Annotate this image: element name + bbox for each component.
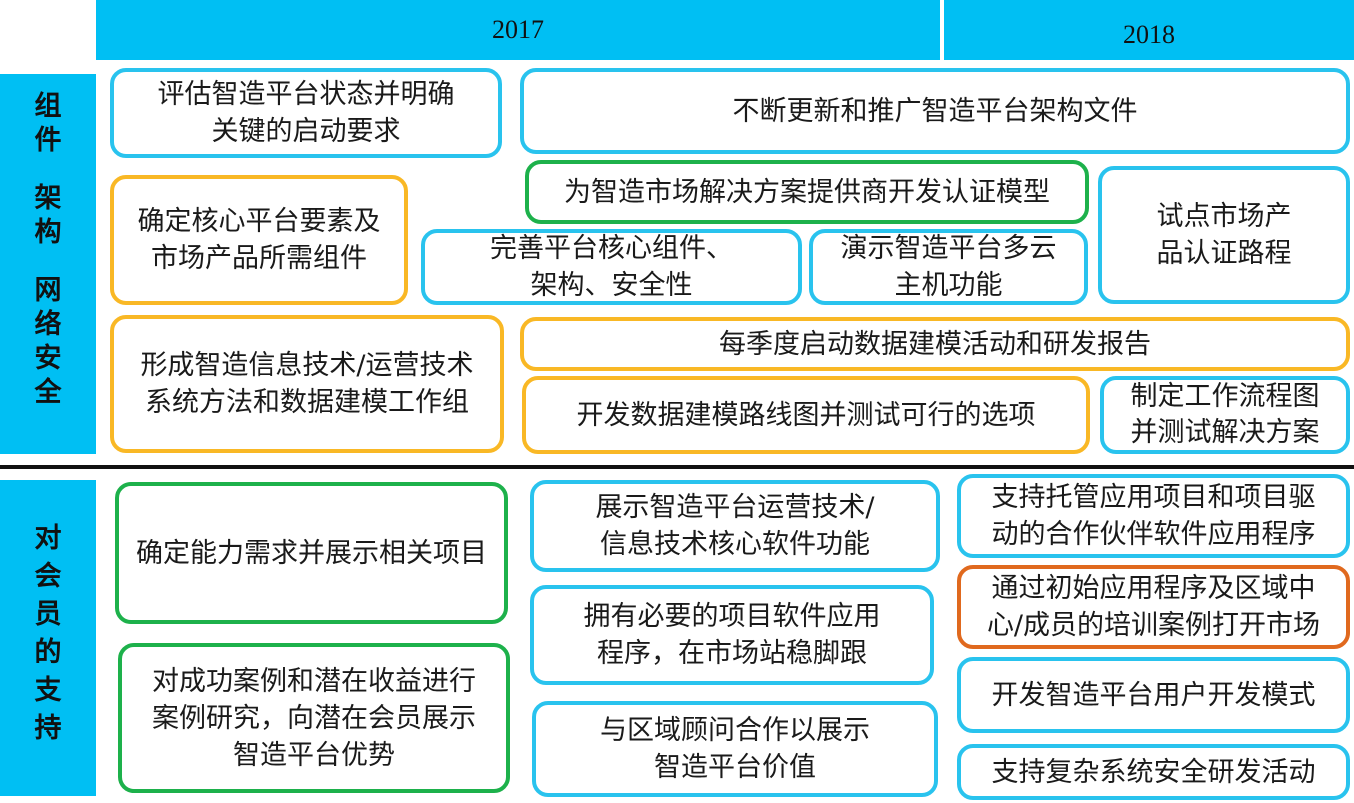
task-text: 试点市场产 品认证路程 <box>1156 201 1292 269</box>
task-text: 形成智造信息技术/运营技术 系统方法和数据建模工作组 <box>140 350 474 418</box>
task-text: 确定核心平台要素及 市场产品所需组件 <box>137 206 381 274</box>
task-support-hosted-apps: 支持托管应用项目和项目驱 动的合作伙伴软件应用程序 <box>957 474 1350 558</box>
task-user-dev-model: 开发智造平台用户开发模式 <box>957 657 1350 733</box>
task-text: 演示智造平台多云 主机功能 <box>840 233 1057 301</box>
category-char: 对 <box>34 523 62 554</box>
category-char: 组 <box>34 91 62 122</box>
category-member-support: 对 会 员 的 支 持 <box>0 480 96 796</box>
task-text: 制定工作流程图 并测试解决方案 <box>1130 381 1320 448</box>
section-divider <box>0 465 1354 469</box>
task-certification-model: 为智造市场解决方案提供商开发认证模型 <box>525 160 1089 224</box>
task-text: 对成功案例和潜在收益进行 案例研究，向潜在会员展示 智造平台优势 <box>152 665 476 771</box>
task-text: 确定能力需求并展示相关项目 <box>136 537 487 569</box>
task-text: 不断更新和推广智造平台架构文件 <box>732 95 1138 127</box>
task-project-software-apps: 拥有必要的项目软件应用 程序，在市场站稳脚跟 <box>530 585 934 685</box>
task-capability-requirements: 确定能力需求并展示相关项目 <box>115 482 508 624</box>
category-char: 会 <box>34 561 62 592</box>
task-assess-platform-status: 评估智造平台状态并明确 关键的启动要求 <box>110 68 502 158</box>
year-label-2017: 2017 <box>492 15 544 44</box>
category-char: 支 <box>34 675 62 706</box>
task-text: 每季度启动数据建模活动和研发报告 <box>719 328 1151 360</box>
task-text: 开发智造平台用户开发模式 <box>991 679 1316 711</box>
year-header-2017: 2017 <box>96 0 940 60</box>
task-text: 与区域顾问合作以展示 智造平台价值 <box>600 715 870 783</box>
year-label-2018: 2018 <box>1123 20 1175 49</box>
task-text: 完善平台核心组件、 架构、安全性 <box>490 233 733 301</box>
task-text: 展示智造平台运营技术/ 信息技术核心软件功能 <box>595 492 875 560</box>
task-improve-core-components: 完善平台核心组件、 架构、安全性 <box>421 229 802 305</box>
task-text: 通过初始应用程序及区域中 心/成员的培训案例打开市场 <box>986 573 1321 641</box>
category-char: 架 <box>34 183 62 214</box>
task-multicloud-demo: 演示智造平台多云 主机功能 <box>809 229 1088 305</box>
category-char: 安 <box>34 343 62 374</box>
task-show-core-software: 展示智造平台运营技术/ 信息技术核心软件功能 <box>530 480 940 572</box>
year-header-2018: 2018 <box>944 0 1354 60</box>
task-quarterly-data-modeling: 每季度启动数据建模活动和研发报告 <box>520 317 1350 371</box>
task-workflow-diagram: 制定工作流程图 并测试解决方案 <box>1100 376 1350 454</box>
task-regional-consultants: 与区域顾问合作以展示 智造平台价值 <box>532 701 938 797</box>
task-data-modeling-roadmap: 开发数据建模路线图并测试可行的选项 <box>522 376 1090 454</box>
task-text: 支持托管应用项目和项目驱 动的合作伙伴软件应用程序 <box>991 482 1316 550</box>
category-char: 网 <box>34 275 62 306</box>
category-char: 全 <box>34 377 62 408</box>
task-case-studies: 对成功案例和潜在收益进行 案例研究，向潜在会员展示 智造平台优势 <box>118 643 510 793</box>
task-open-market-training: 通过初始应用程序及区域中 心/成员的培训案例打开市场 <box>957 565 1350 649</box>
category-char: 构 <box>34 217 62 248</box>
task-text: 支持复杂系统安全研发活动 <box>991 756 1316 788</box>
task-text: 为智造市场解决方案提供商开发认证模型 <box>564 176 1050 208</box>
task-it-ot-working-group: 形成智造信息技术/运营技术 系统方法和数据建模工作组 <box>110 315 504 453</box>
category-char: 件 <box>34 125 62 156</box>
task-text: 评估智造平台状态并明确 关键的启动要求 <box>157 79 455 147</box>
task-pilot-market-certification: 试点市场产 品认证路程 <box>1098 166 1350 304</box>
task-text: 拥有必要的项目软件应用 程序，在市场站稳脚跟 <box>583 601 881 669</box>
category-char: 员 <box>34 599 62 630</box>
category-component-architecture-security: 组 件 架 构 网 络 安 全 <box>0 74 96 454</box>
category-char: 持 <box>34 713 62 744</box>
task-core-platform-elements: 确定核心平台要素及 市场产品所需组件 <box>110 175 408 305</box>
task-text: 开发数据建模路线图并测试可行的选项 <box>576 399 1036 431</box>
task-update-architecture-docs: 不断更新和推广智造平台架构文件 <box>520 68 1350 154</box>
task-complex-system-security: 支持复杂系统安全研发活动 <box>957 744 1350 800</box>
category-char: 络 <box>34 309 62 340</box>
category-char: 的 <box>34 637 62 668</box>
